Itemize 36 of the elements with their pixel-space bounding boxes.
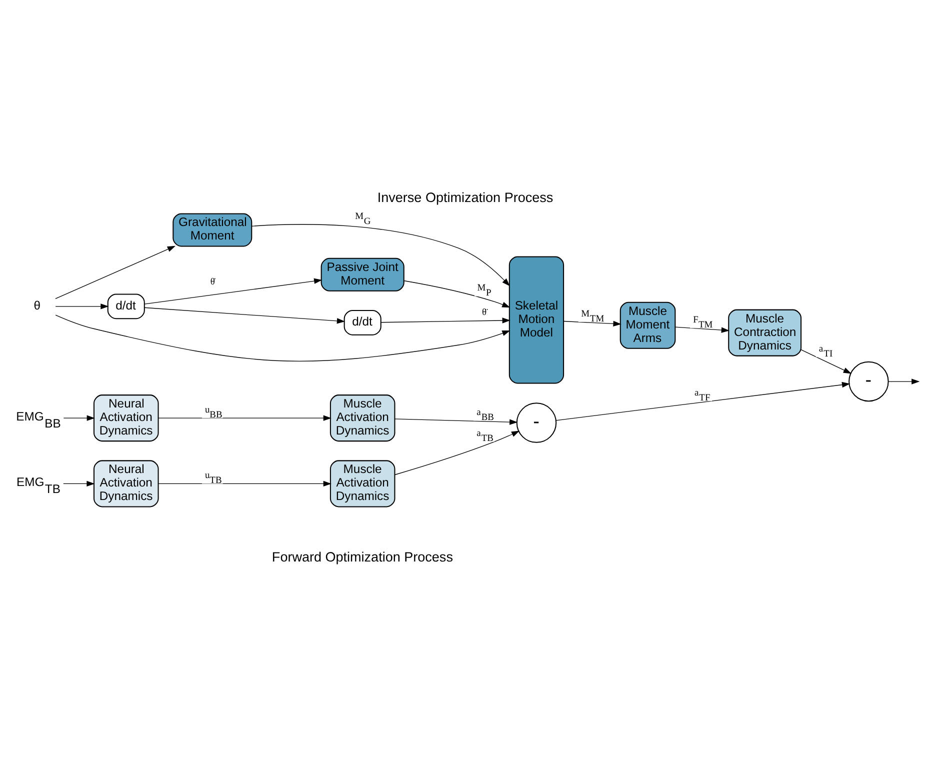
- arrow: [63, 480, 95, 486]
- node-box: d/dt: [344, 309, 382, 335]
- node-box: Muscle Activation Dynamics: [330, 460, 396, 507]
- arrow: [158, 414, 332, 420]
- arrow: [800, 348, 852, 374]
- node-circle: -: [848, 360, 889, 402]
- arrow: [556, 381, 850, 420]
- edge-label: θ̇: [210, 277, 215, 288]
- arrow: [144, 278, 322, 304]
- node-box: Neural Activation Dynamics: [93, 394, 159, 442]
- arrow: [63, 414, 95, 420]
- arrow: [55, 303, 109, 309]
- arrow: [158, 480, 332, 486]
- node-box: d/dt: [107, 293, 145, 319]
- arrow: [380, 317, 510, 323]
- node-box: Neural Activation Dynamics: [93, 460, 159, 507]
- node-circle: -: [516, 402, 557, 442]
- node-box: Muscle Contraction Dynamics: [728, 308, 802, 356]
- node-box: Muscle Moment Arms: [620, 301, 676, 348]
- arrow: [888, 378, 920, 384]
- node-text: θ: [34, 298, 41, 312]
- node-box: Muscle Activation Dynamics: [330, 394, 396, 442]
- arrow: [55, 245, 176, 299]
- arrow: [563, 320, 622, 326]
- node-box: Passive Joint Moment: [320, 257, 404, 291]
- arrow: [674, 326, 730, 332]
- arrow: [394, 418, 518, 424]
- arrow: [144, 306, 346, 324]
- arrow: [55, 314, 510, 362]
- caption: Forward Optimization Process: [272, 549, 453, 564]
- edge-label: θ̈: [482, 308, 487, 318]
- node-box: Gravitational Moment: [172, 212, 252, 246]
- node-box: Skeletal Motion Model: [508, 256, 564, 384]
- diagram-title: Inverse Optimization Process: [377, 190, 554, 205]
- arrow: [394, 430, 520, 475]
- arrow: [251, 224, 510, 286]
